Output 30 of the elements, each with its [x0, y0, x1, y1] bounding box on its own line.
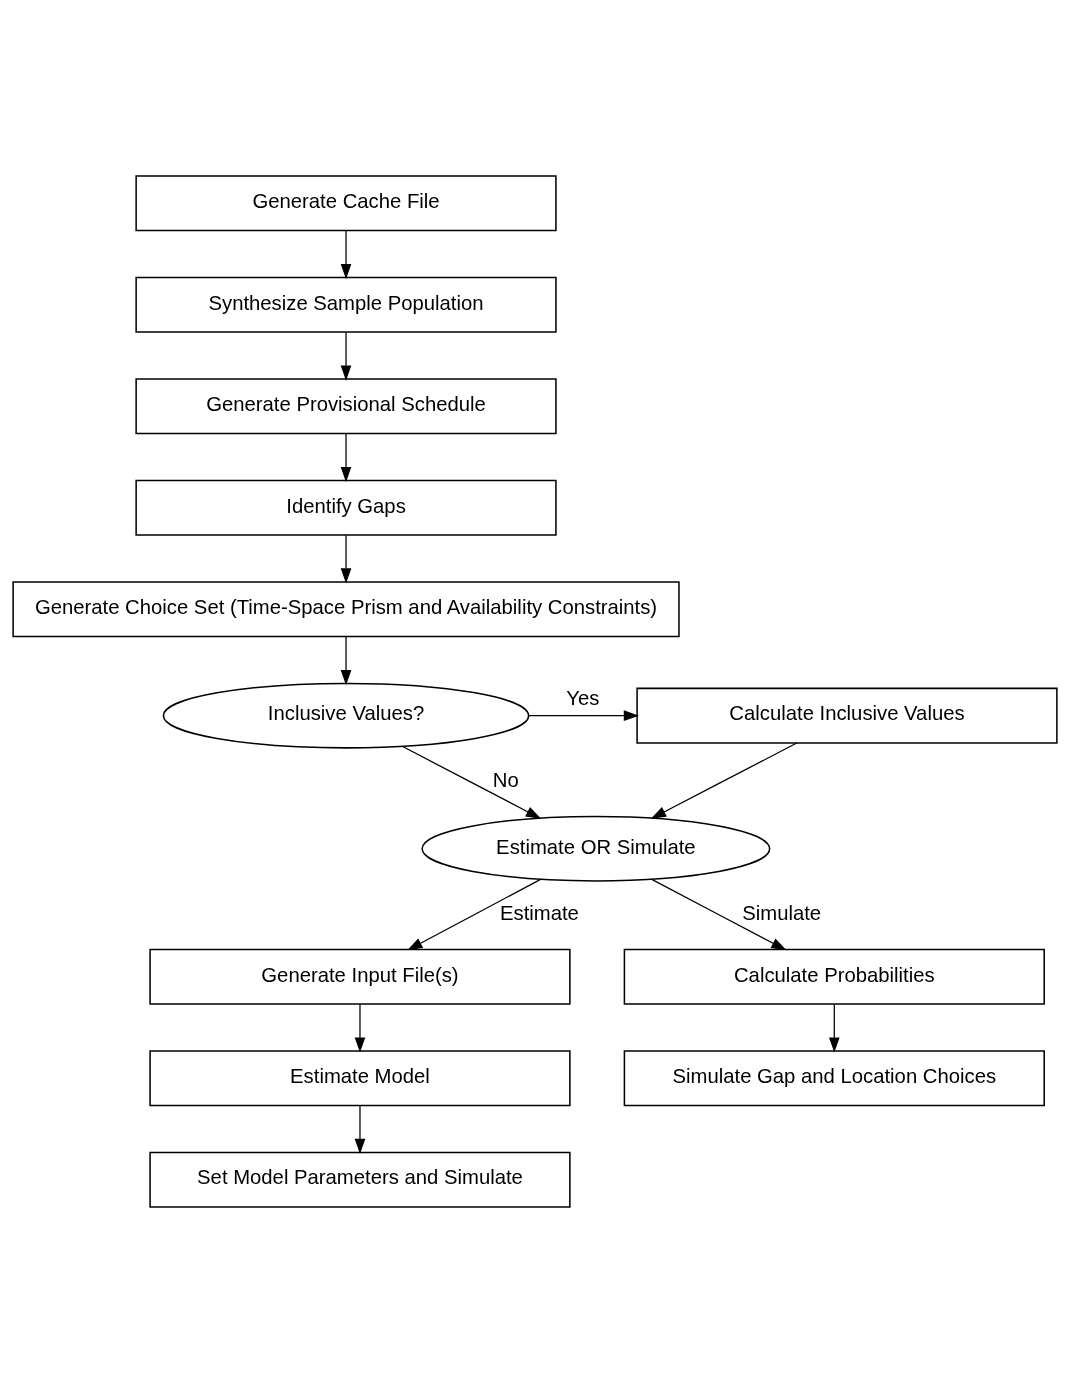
node-box: Calculate Probabilities	[623, 948, 1045, 1005]
edge-label: Estimate	[499, 902, 579, 925]
arrow	[340, 433, 352, 483]
node-box: Synthesize Sample Population	[135, 276, 557, 333]
edge-label: Simulate	[742, 902, 822, 925]
node-box: Estimate Model	[149, 1050, 571, 1107]
arrow	[402, 745, 542, 819]
node-box: Identify Gaps	[135, 479, 557, 536]
node-box: Generate Cache File	[135, 175, 557, 232]
arrow	[650, 742, 798, 819]
arrow	[354, 1105, 366, 1155]
arrow	[340, 636, 352, 686]
arrow	[528, 710, 639, 721]
node-box: Generate Input File(s)	[149, 948, 571, 1005]
edge-label: Yes	[566, 687, 600, 710]
node-box: Calculate Inclusive Values	[636, 687, 1058, 744]
arrow	[354, 1003, 366, 1053]
node-box: Set Model Parameters and Simulate	[149, 1151, 571, 1208]
arrow	[340, 534, 352, 584]
edge-label: No	[492, 769, 519, 791]
arrow	[340, 331, 352, 381]
arrow	[651, 878, 787, 951]
node-box: Simulate Gap and Location Choices	[623, 1050, 1045, 1107]
node-box: Generate Choice Set (Time-Space Prism and Availability Constraints)	[12, 581, 680, 638]
arrow	[340, 230, 352, 280]
arrow	[407, 878, 542, 951]
arrow	[828, 1003, 840, 1053]
node-box: Generate Provisional Schedule	[135, 378, 557, 435]
node-ellipse: Estimate OR Simulate	[421, 815, 771, 882]
node-ellipse: Inclusive Values?	[162, 682, 530, 749]
